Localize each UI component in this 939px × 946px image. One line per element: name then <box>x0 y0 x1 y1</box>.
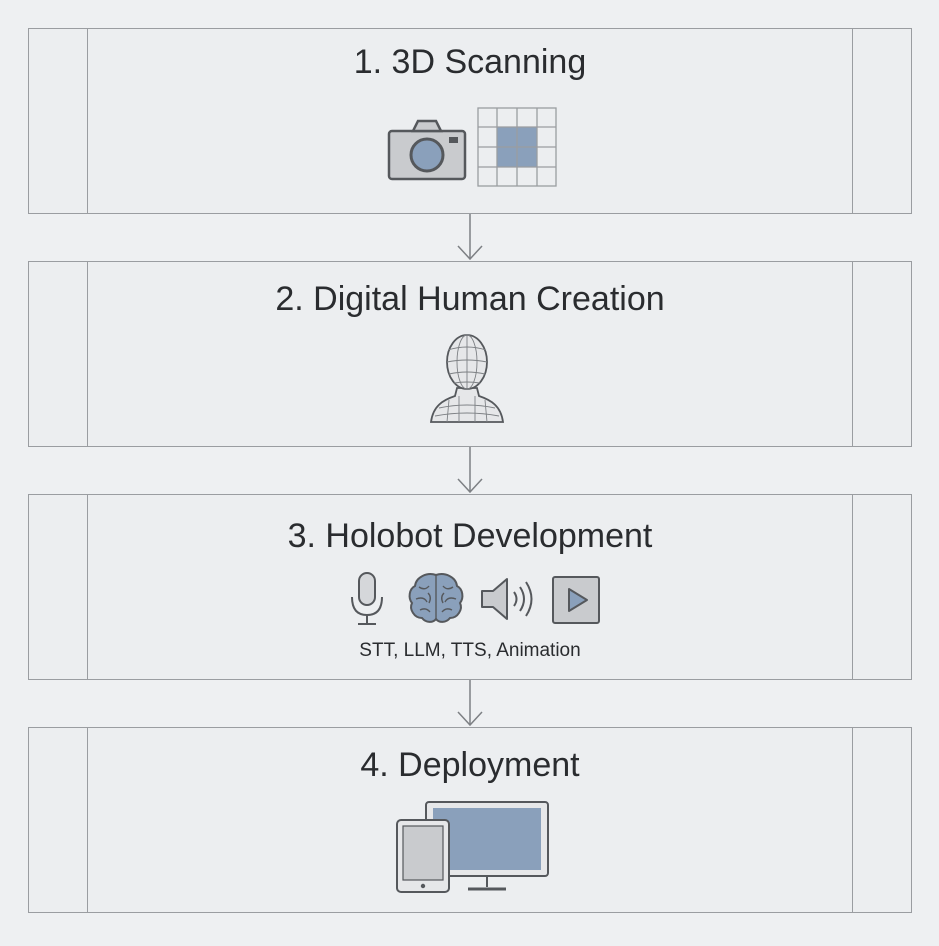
stage-right-panel <box>852 29 911 213</box>
play-icon <box>552 576 600 624</box>
stage-3d-scanning: 1. 3D Scanning <box>28 28 912 214</box>
tablet-icon <box>396 819 450 893</box>
stage-right-panel <box>852 262 911 446</box>
stage-left-panel <box>29 262 88 446</box>
microphone-icon <box>351 572 383 625</box>
stage-right-panel <box>852 495 911 679</box>
flow-arrow-3 <box>457 680 483 727</box>
wireframe-head-icon <box>429 334 505 423</box>
stage-left-panel <box>29 29 88 213</box>
flow-arrow-2 <box>457 447 483 494</box>
flow-arrow-1 <box>457 214 483 261</box>
stage-right-panel <box>852 728 911 912</box>
camera-icon <box>387 119 467 181</box>
stage-left-panel <box>29 728 88 912</box>
stage-caption: STT, LLM, TTS, Animation <box>359 640 581 661</box>
stage-holobot-development: 3. Holobot Development STT, LLM, TTS, An… <box>28 494 912 680</box>
stage-left-panel <box>29 495 88 679</box>
stage-title: 1. 3D Scanning <box>353 43 587 81</box>
speaker-icon <box>481 578 533 620</box>
stage-title: 3. Holobot Development <box>287 517 653 555</box>
stage-digital-human-creation: 2. Digital Human Creation <box>28 261 912 447</box>
brain-icon <box>408 573 464 623</box>
stage-title: 4. Deployment <box>360 746 580 784</box>
scan-grid-icon <box>477 107 557 187</box>
stage-deployment: 4. Deployment <box>28 727 912 913</box>
stage-title: 2. Digital Human Creation <box>275 280 665 318</box>
monitor-icon <box>425 801 549 891</box>
